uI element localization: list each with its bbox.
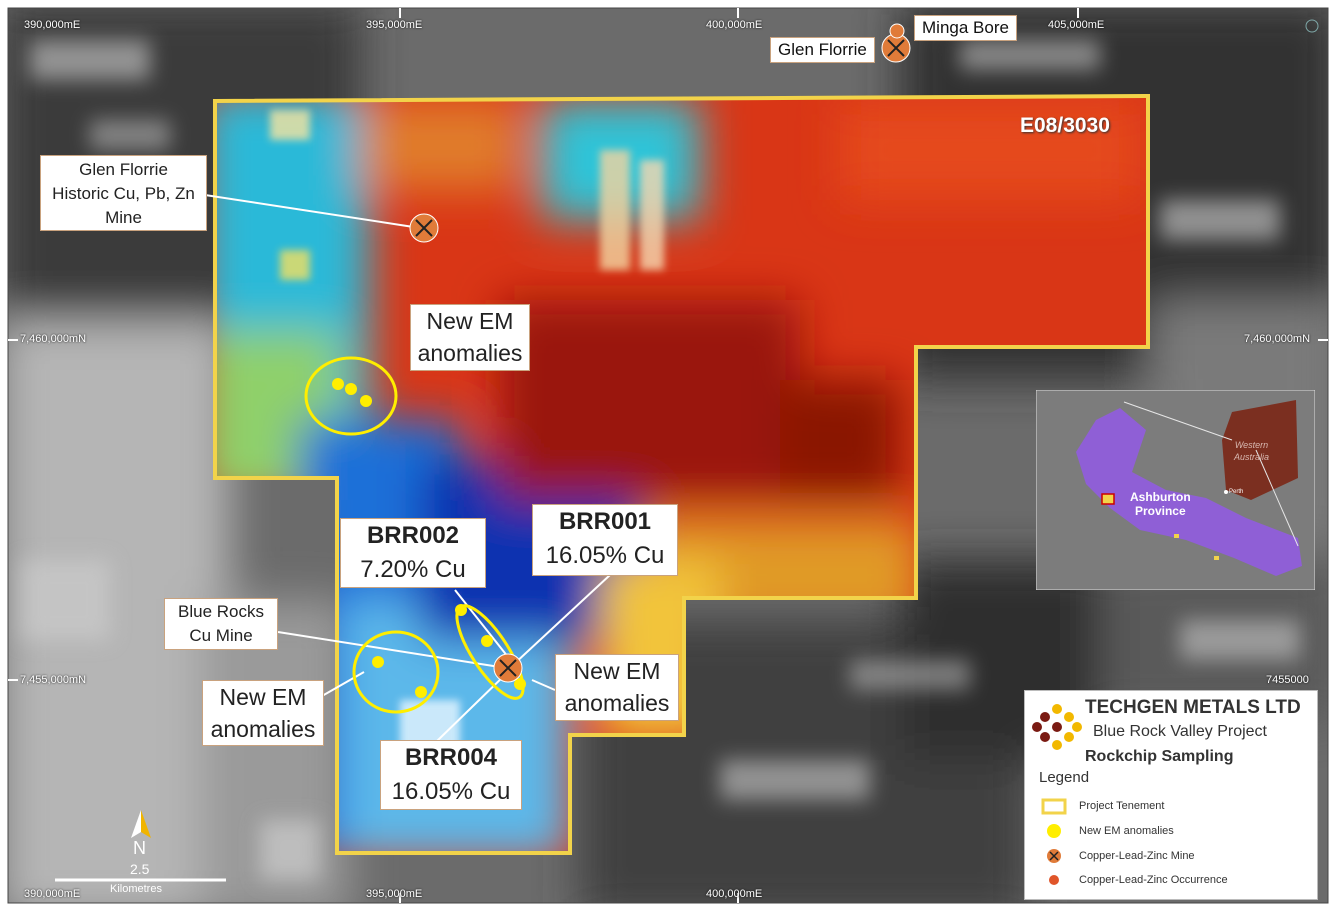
company-name: TECHGEN METALS LTD: [1085, 697, 1301, 718]
compass-watermark-icon: [1305, 19, 1319, 33]
callout-em-top: New EM anomalies: [410, 304, 530, 371]
north-label: N: [133, 838, 146, 858]
legend-item-label: New EM anomalies: [1079, 825, 1174, 837]
legend-item-label: Project Tenement: [1079, 800, 1165, 812]
callout-line: anomalies: [210, 716, 316, 742]
callout-line: Historic Cu, Pb, Zn: [52, 184, 195, 203]
sample-id: BRR002: [366, 522, 460, 549]
em-anomaly-outlines: [304, 356, 525, 714]
inset-line: Ashburton: [1130, 490, 1191, 504]
callout-line: Mine: [105, 208, 142, 227]
yellow-dot-icon: [1047, 824, 1061, 838]
sample-grade: 16.05% Cu: [391, 778, 511, 805]
sample-grade: 7.20% Cu: [360, 556, 466, 583]
orange-dot-icon: [889, 23, 905, 39]
callout-line: New EM: [219, 684, 307, 710]
tenement-boundary: [213, 93, 1150, 855]
coord-top-4: 405,000mE: [1048, 19, 1105, 31]
coord-right-2: 7455000: [1266, 674, 1309, 686]
callout-line: New EM: [573, 658, 661, 684]
survey-name: Rockchip Sampling: [1085, 748, 1234, 765]
inset-line: Western: [1234, 440, 1269, 450]
mine-pick-icon: [493, 653, 523, 683]
sample-id: BRR004: [404, 744, 498, 771]
sample-grade: 16.05% Cu: [545, 542, 665, 569]
callout-line: Blue Rocks: [178, 602, 264, 621]
mine-pick-icon: [409, 213, 439, 243]
inset-province-label: Ashburton Province: [1130, 490, 1191, 518]
callout-em-right: New EM anomalies: [555, 654, 679, 721]
mine-pick-icon: [1047, 849, 1061, 863]
legend-panel: TECHGEN METALS LTD Blue Rock Valley Proj…: [1024, 690, 1318, 900]
callout-line: Glen Florrie: [79, 160, 168, 179]
graticule-ticks: [8, 8, 1328, 903]
orange-dot-icon: [1049, 875, 1059, 885]
coord-top-2: 395,000mE: [366, 19, 423, 31]
scale-unit: Kilometres: [110, 883, 162, 895]
inset-state-label: Western Australia: [1234, 439, 1269, 463]
callout-blue-rocks: Blue Rocks Cu Mine: [164, 598, 278, 650]
callout-em-left: New EM anomalies: [202, 680, 324, 746]
callout-line: Cu Mine: [189, 626, 253, 645]
callout-line: New EM: [426, 308, 514, 334]
coord-left-2: 7,455,000mN: [20, 674, 87, 686]
callout-brr002: BRR002 7.20% Cu: [340, 518, 486, 588]
mine-pick-icon: [881, 33, 911, 63]
coord-top-1: 390,000mE: [24, 19, 81, 31]
coord-bottom-3: 400,000mE: [706, 888, 763, 900]
north-arrow-icon: [131, 810, 151, 838]
callout-line: anomalies: [564, 690, 670, 716]
inset-line: Australia: [1234, 452, 1270, 462]
callout-line: anomalies: [417, 340, 523, 366]
inset-line: Province: [1134, 504, 1186, 518]
scale-value: 2.5: [130, 861, 150, 877]
coord-left-1: 7,460,000mN: [20, 333, 87, 345]
legend-item-label: Copper-Lead-Zinc Occurrence: [1079, 874, 1228, 886]
callout-historic-mine: Glen Florrie Historic Cu, Pb, Zn Mine: [40, 155, 207, 231]
coord-top-3: 400,000mE: [706, 19, 763, 31]
coord-right-1: 7,460,000mN: [1244, 333, 1311, 345]
inset-location-map: Ashburton Province Western Australia Per…: [1035, 389, 1316, 591]
callout-brr004: BRR004 16.05% Cu: [380, 740, 522, 810]
mine-label-glen-florrie: Glen Florrie: [770, 37, 875, 63]
inset-graphic: [1035, 389, 1316, 591]
callout-brr001: BRR001 16.05% Cu: [532, 504, 678, 576]
company-logo-icon: [1032, 704, 1082, 750]
em-anomaly-points: [332, 378, 526, 698]
map-frame: [7, 7, 1329, 904]
mine-label-minga-bore: Minga Bore: [914, 15, 1017, 41]
project-name: Blue Rock Valley Project: [1093, 723, 1267, 740]
legend-title: Legend: [1039, 769, 1090, 786]
legend-item-label: Copper-Lead-Zinc Mine: [1079, 850, 1195, 862]
tenement-outline-icon: [1041, 798, 1067, 815]
coord-bottom-1: 390,000mE: [24, 888, 81, 900]
coord-bottom-2: 395,000mE: [366, 888, 423, 900]
tenement-label: E08/3030: [1020, 114, 1110, 137]
sample-id: BRR001: [558, 508, 652, 535]
inset-city-label: Perth: [1229, 489, 1244, 495]
